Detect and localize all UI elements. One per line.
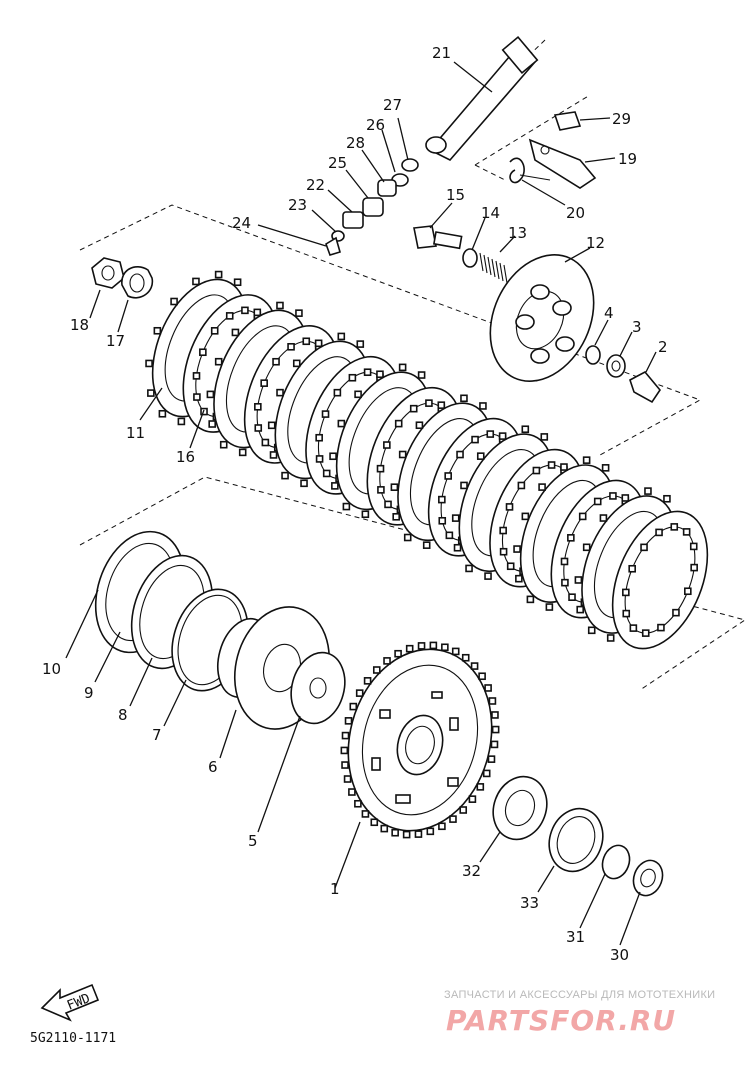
label-18: 18 [70,316,89,334]
label-11: 11 [126,424,145,442]
nut-washer-bolt [585,345,661,404]
label-31: 31 [566,928,585,946]
label-8: 8 [118,706,128,724]
label-4: 4 [604,304,614,322]
clutch-plate [611,510,709,650]
label-14: 14 [481,204,500,222]
label-17: 17 [106,332,125,350]
primary-driven-gear [340,641,500,839]
label-19: 19 [618,150,637,168]
forward-arrow-icon: FWD [40,983,100,1022]
drawing-code: 5G2110-1171 [30,1031,116,1046]
lower-rings [94,530,249,692]
label-10: 10 [42,660,61,678]
push-rod-small-parts [325,158,419,256]
label-21: 21 [432,44,451,62]
pressure-bolt-group [413,225,508,284]
label-9: 9 [84,684,94,702]
watermark-logo: PARTSFOR.RU [446,1004,676,1037]
label-28: 28 [346,134,365,152]
label-15: 15 [446,186,465,204]
label-6: 6 [208,758,218,776]
label-7: 7 [152,726,162,744]
pressure-plate [489,254,595,382]
push-rod [425,35,539,161]
label-33: 33 [520,894,539,912]
label-25: 25 [328,154,347,172]
clutch-plate-stack [145,270,709,650]
nut-and-lock-washer [91,257,154,299]
label-16: 16 [176,448,195,466]
watermark-tagline: ЗАПЧАСТИ И АКСЕССУАРЫ ДЛЯ МОТОТЕХНИКИ [444,989,715,1001]
leader-lines [65,61,657,946]
label-2: 2 [658,338,668,356]
release-lever-parts [509,111,597,189]
label-13: 13 [508,224,527,242]
label-30: 30 [610,946,629,964]
label-26: 26 [366,116,385,134]
label-5: 5 [248,832,258,850]
bearings-and-spacers [492,775,664,897]
label-1: 1 [330,880,340,898]
thrust-washer [290,651,346,725]
label-32: 32 [462,862,481,880]
label-27: 27 [383,96,402,114]
part-labels: 21 27 26 28 25 22 23 24 29 19 20 15 14 1… [42,44,668,964]
label-3: 3 [632,318,642,336]
label-24: 24 [232,214,251,232]
label-20: 20 [566,204,585,222]
group-outlines [79,39,747,691]
label-22: 22 [306,176,325,194]
label-12: 12 [586,234,605,252]
label-23: 23 [288,196,307,214]
label-29: 29 [612,110,631,128]
clutch-spring [479,252,508,284]
